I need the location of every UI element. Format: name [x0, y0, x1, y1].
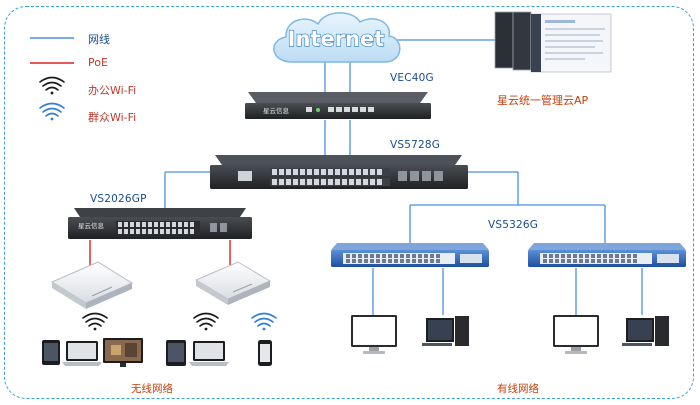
- desktop-pc-icon-right: [622, 316, 669, 346]
- core-switch-label: VS5728G: [390, 139, 441, 151]
- laptop-icon: [62, 341, 102, 366]
- office-wifi-icon-2: [193, 312, 219, 331]
- poe-switch-brand-logo: 星云信息: [78, 222, 104, 230]
- cable-lines: [164, 39, 643, 315]
- gateway-label: VEC40G: [390, 72, 434, 84]
- access-switch-label: VS5326G: [488, 219, 539, 231]
- access-switch-left-device: [331, 243, 489, 267]
- access-point-right-icon: [194, 261, 272, 305]
- tablet-icon: [42, 340, 60, 365]
- diagram-frame: [4, 6, 694, 399]
- monitor-icon-left: [351, 315, 397, 354]
- smartphone-icon: [258, 340, 272, 366]
- access-point-left-icon: [50, 261, 134, 309]
- legend-cable-label: 网线: [88, 33, 110, 46]
- gateway-device: [245, 92, 431, 119]
- office-wifi-icon: [82, 312, 108, 331]
- tablet-icon-2: [166, 340, 186, 366]
- internet-label: Internet: [288, 27, 385, 51]
- poe-lines: [89, 240, 231, 268]
- poe-switch-device: [68, 208, 252, 239]
- cloud-management-screens-icon: [494, 11, 612, 73]
- internet-cloud-icon: [273, 12, 401, 63]
- legend-poe-label: PoE: [88, 56, 108, 69]
- monitor-icon-right: [553, 315, 599, 354]
- legend-office-wifi-label: 办公Wi-Fi: [88, 84, 137, 97]
- core-switch-device: [210, 155, 468, 189]
- legend-public-wifi-icon: [39, 102, 65, 121]
- wired-network-caption: 有线网络: [497, 383, 539, 395]
- legend-office-wifi-icon: [39, 76, 65, 95]
- wireless-network-caption: 无线网络: [131, 383, 173, 395]
- laptop-icon-2: [189, 341, 229, 366]
- tv-icon: [103, 338, 143, 367]
- legend-public-wifi-label: 群众Wi-Fi: [88, 111, 137, 124]
- public-wifi-icon: [251, 312, 277, 331]
- desktop-pc-icon-left: [422, 316, 469, 346]
- poe-switch-label: VS2026GP: [90, 193, 147, 205]
- gateway-brand-logo: 星云信息: [263, 107, 289, 115]
- access-switch-right-device: [528, 243, 686, 267]
- cloud-management-label: 星云统一管理云AP: [497, 94, 589, 107]
